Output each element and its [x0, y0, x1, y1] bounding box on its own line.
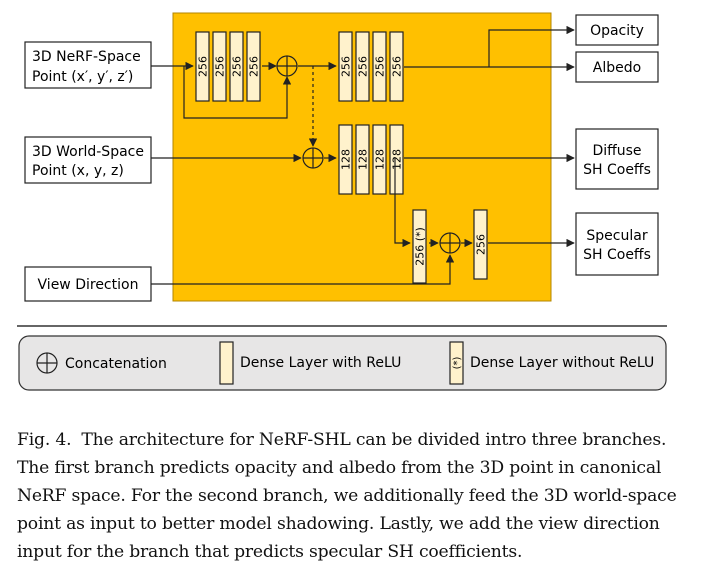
diffuse-label-line2: SH Coeffs: [583, 162, 651, 178]
legend: Concatenation Dense Layer with ReLU (*) …: [18, 335, 667, 391]
dense-layer-b2-1: [355, 124, 370, 195]
dense-layer-b1a-1-label: 256: [214, 56, 227, 77]
dense-layer-b2-3-label: 128: [391, 149, 404, 170]
dense-layer-b2-2: [372, 124, 387, 195]
connectors: [151, 25, 575, 285]
figure-label: Fig. 4.: [17, 430, 72, 450]
world-point-label-line1: 3D World-Space: [32, 144, 144, 160]
dense-layer-b3-pre-label: 256 (*): [414, 227, 427, 266]
nerf-point-label-line1: 3D NeRF-Space: [32, 49, 141, 65]
dense-layer-b2-2-label: 128: [374, 149, 387, 170]
dense-layer-b2-0-label: 128: [340, 149, 353, 170]
output-diffuse-sh: Diffuse SH Coeffs: [575, 128, 659, 190]
dense-layer-b1a-2-label: 256: [231, 56, 244, 77]
caption-text: The architecture for NeRF-SHL can be div…: [17, 430, 677, 562]
dense-layer-b1a-1: [212, 31, 227, 102]
concat-node-branch3: [439, 232, 461, 254]
dense-layer-b1b-3-label: 256: [391, 56, 404, 77]
dense-layer-b3-post-label: 256: [475, 234, 488, 255]
specular-label-line2: SH Coeffs: [583, 247, 651, 263]
branch1-first-layer-stack: 256 256 256 256: [195, 31, 261, 102]
output-albedo: Albedo: [575, 51, 659, 83]
dense-layer-b2-1-label: 128: [357, 149, 370, 170]
legend-dense-relu-label: Dense Layer with ReLU: [240, 355, 401, 371]
input-view-direction: View Direction: [24, 266, 152, 302]
dense-layer-b2-3: [389, 124, 404, 195]
diffuse-label-line1: Diffuse: [592, 143, 641, 159]
output-opacity: Opacity: [575, 14, 659, 46]
dense-layer-b1b-0: [338, 31, 353, 102]
output-specular-sh: Specular SH Coeffs: [575, 212, 659, 276]
input-nerf-point: 3D NeRF-Space Point (x′, y′, z′): [24, 41, 152, 89]
dense-layer-b1a-2: [229, 31, 244, 102]
input-world-point: 3D World-Space Point (x, y, z): [24, 136, 152, 184]
albedo-label: Albedo: [593, 60, 641, 76]
concat-legend-icon: [36, 352, 58, 374]
dense-layer-b1b-1: [355, 31, 370, 102]
dense-layer-b2-0: [338, 124, 353, 195]
branch2-layer-stack: 128 128 128 128: [338, 124, 404, 195]
figure-caption: Fig. 4.The architecture for NeRF-SHL can…: [17, 426, 695, 566]
architecture-diagram: 3D NeRF-Space Point (x′, y′, z′) 3D Worl…: [17, 12, 667, 391]
legend-no-relu-marker: (*): [452, 357, 463, 370]
legend-concat-label: Concatenation: [65, 356, 167, 372]
dense-layer-b1b-1-label: 256: [357, 56, 370, 77]
view-direction-label: View Direction: [38, 277, 139, 293]
dense-layer-b1a-3: [246, 31, 261, 102]
branch3-pre-layer: 256 (*): [412, 209, 427, 284]
dense-layer-b3-pre: [412, 209, 427, 284]
dense-layer-b1b-2: [372, 31, 387, 102]
dense-layer-b1a-0-label: 256: [197, 56, 210, 77]
dense-layer-b1b-3: [389, 31, 404, 102]
dense-layer-b3-post: [473, 209, 488, 280]
dense-relu-legend-icon: [219, 341, 234, 385]
dense-layer-b1b-2-label: 256: [374, 56, 387, 77]
branch3-post-layer: 256: [473, 209, 488, 280]
dense-layer-b1a-3-label: 256: [248, 56, 261, 77]
concat-node-branch1: [276, 55, 298, 77]
concat-node-branch2: [302, 147, 324, 169]
nerf-point-label-line2: Point (x′, y′, z′): [32, 69, 133, 85]
legend-dense-no-relu-label: Dense Layer without ReLU: [470, 355, 654, 371]
branch1-second-layer-stack: 256 256 256 256: [338, 31, 404, 102]
dense-layer-b1a-0: [195, 31, 210, 102]
specular-label-line1: Specular: [586, 228, 647, 244]
dense-no-relu-legend-icon: [449, 341, 464, 385]
world-point-label-line2: Point (x, y, z): [32, 163, 124, 179]
opacity-label: Opacity: [590, 23, 644, 39]
dense-layer-b1b-0-label: 256: [340, 56, 353, 77]
